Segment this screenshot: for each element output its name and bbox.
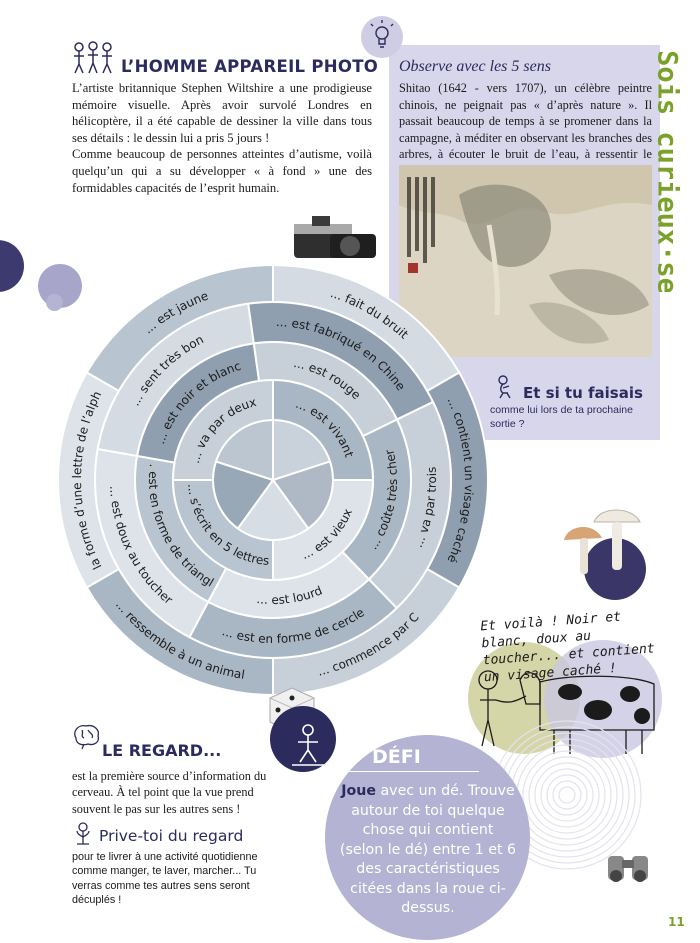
regard-title: LE REGARD...	[102, 741, 222, 760]
prive-title: Prive-toi du regard	[99, 827, 244, 845]
defi-title: DÉFI	[372, 746, 421, 768]
mushrooms-icon	[558, 502, 646, 582]
homme-text: L’artiste britannique Stephen Wiltshire …	[72, 80, 372, 196]
plant-icon	[72, 820, 94, 846]
decor-circle-large	[0, 240, 24, 292]
brain-icon	[70, 722, 102, 750]
defi-underline	[347, 771, 479, 772]
defi-circle	[325, 735, 530, 940]
spiral-ring	[546, 774, 588, 816]
question-title: Et si tu faisais	[523, 384, 643, 402]
homme-paragraph-1: L’artiste britannique Stephen Wiltshire …	[72, 81, 372, 145]
spiral-ring	[522, 750, 612, 840]
vertical-title-text: Sois curieux·se	[652, 52, 683, 292]
acrobat-icon	[288, 722, 328, 766]
vertical-title: Sois curieux·se	[640, 50, 692, 294]
wheel-segment-inner	[171, 479, 274, 582]
defi-text-rest: avec un dé. Trouve autour de toi quelque…	[339, 783, 517, 916]
homme-paragraph-2: Comme beaucoup de personnes atteintes d’…	[72, 147, 372, 195]
binoculars-icon	[604, 846, 652, 882]
lightbulb-icon	[361, 16, 403, 58]
spiral-ring	[552, 780, 582, 810]
question-text: comme lui lors de ta prochaine sortie ?	[490, 404, 633, 430]
page-number: 11	[668, 915, 685, 929]
cow-illustration	[470, 660, 664, 756]
characteristics-wheel: ... est jaune... fait du bruit... contie…	[54, 254, 489, 697]
camera-icon	[290, 210, 380, 268]
figures-icon	[72, 40, 114, 76]
spiral-ring	[516, 744, 618, 846]
spiral-ring	[528, 756, 606, 834]
regard-text: est la première source d’information du …	[72, 769, 267, 816]
decor-circle-small	[46, 294, 63, 311]
observe-title: Observe avec les 5 sens	[399, 58, 551, 75]
prive-text: pour te livrer à une activité quotidienn…	[72, 851, 258, 906]
spiral-ring	[540, 768, 594, 822]
speech-bubble-text: Et voilà ! Noir et blanc, doux au touche…	[479, 609, 656, 686]
spiral-ring	[534, 762, 600, 828]
acrobat-circle	[270, 706, 336, 772]
homme-title: L’HOMME APPAREIL PHOTO	[121, 57, 379, 76]
shitao-painting	[399, 165, 652, 357]
defi-text-bold: Joue	[341, 783, 376, 799]
spiral-ring	[558, 786, 576, 804]
thinker-icon	[492, 373, 518, 399]
defi-text: Joue avec un dé. Trouve autour de toi qu…	[339, 782, 517, 919]
